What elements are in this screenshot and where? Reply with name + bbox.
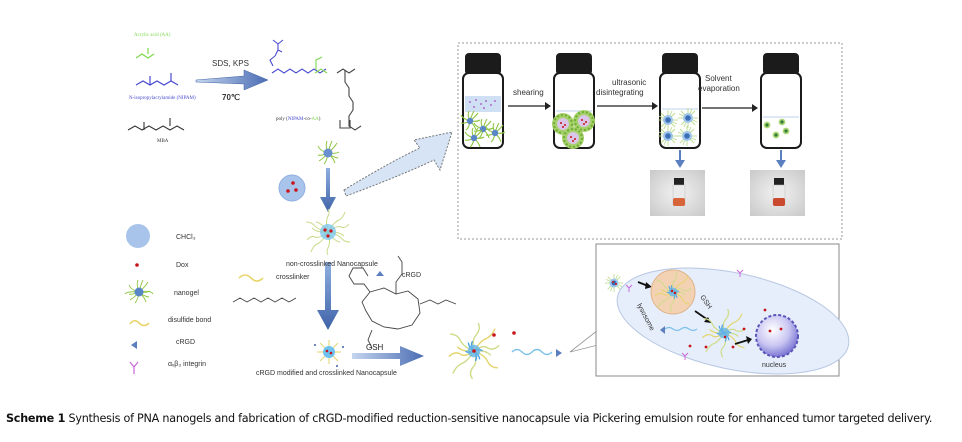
arrow-to-lysosome-head bbox=[645, 282, 652, 289]
step-label-disintegrating: disintegrating bbox=[596, 88, 644, 97]
crgd-structure-label: cRGD bbox=[402, 272, 421, 279]
legend-label-nanogel: nanogel bbox=[174, 290, 199, 297]
gsh-label: GSH bbox=[366, 343, 384, 352]
crosslinker-wavy-icon bbox=[238, 274, 264, 282]
nipam-structure bbox=[135, 73, 179, 86]
photo-nanocapsule-vial-1 bbox=[650, 170, 705, 216]
arrow-to-nucleus bbox=[734, 339, 749, 345]
step-label-shearing: shearing bbox=[513, 88, 544, 97]
conditions-temp-label: 70℃ bbox=[222, 93, 240, 102]
crgd-triangle-marker bbox=[376, 271, 384, 276]
dox-free-2 bbox=[512, 331, 516, 335]
non-crosslinked-nanocapsule bbox=[305, 208, 351, 256]
reaction-arrow bbox=[195, 69, 269, 91]
arrow-evaporation bbox=[702, 104, 758, 112]
polymer-label-suffix: ) bbox=[318, 117, 321, 122]
callout-pointer bbox=[569, 329, 599, 353]
scheme-diagram: shearing ultrasonic disintegrating Solve… bbox=[124, 39, 850, 380]
arrow-shearing bbox=[508, 102, 551, 110]
polymer-label-aa: AA bbox=[311, 117, 319, 122]
down-arrow-1 bbox=[320, 168, 336, 212]
crosslinker-molecule bbox=[232, 297, 297, 303]
arrow-gsh-release-head bbox=[704, 317, 711, 323]
nucleus-label: nucleus bbox=[762, 362, 787, 369]
chcl3-droplet-icon bbox=[126, 224, 150, 248]
cleaved-crosslinker bbox=[511, 348, 553, 356]
crgd-crosslinked-nanocapsule bbox=[314, 340, 344, 367]
polymer-label-prefix: poly ( bbox=[276, 117, 288, 122]
crgd-in-cell bbox=[660, 326, 665, 334]
chcl3-dox-droplet bbox=[278, 174, 306, 202]
integrin-receptor-2 bbox=[736, 269, 744, 277]
crgd-structure bbox=[348, 255, 457, 349]
nanogel-icon bbox=[124, 279, 154, 304]
polymer-label-nipam: NIPAM bbox=[287, 117, 304, 122]
crgd-triangle-icon bbox=[131, 341, 137, 349]
acrylic-acid-structure bbox=[135, 48, 155, 59]
polymer-label-co: -co- bbox=[303, 117, 312, 122]
vial-2 bbox=[551, 53, 596, 150]
legend-label-integrin: αᵥβ₃ integrin bbox=[168, 361, 206, 368]
figure-caption: Scheme 1 Synthesis of PNA nanogels and f… bbox=[6, 412, 932, 425]
vial-4 bbox=[760, 53, 802, 149]
dox-dot-icon bbox=[135, 263, 139, 267]
legend-label-dox: Dox bbox=[176, 262, 189, 269]
released-nanocapsule bbox=[448, 322, 500, 380]
mba-structure bbox=[127, 118, 185, 131]
crosslinked-label: cRGD modified and crosslinked Nanocapsul… bbox=[256, 370, 397, 377]
down-arrow-2 bbox=[317, 262, 339, 330]
nucleus bbox=[755, 314, 799, 358]
step-label-ultrasonic: ultrasonic bbox=[612, 78, 646, 87]
arrow-to-nucleus-head bbox=[746, 336, 752, 344]
dashed-callout-arrow bbox=[343, 131, 453, 197]
dox-free-1 bbox=[492, 333, 496, 337]
integrin-icon bbox=[129, 361, 139, 374]
right-arrow-release bbox=[352, 346, 424, 366]
vial-3 bbox=[657, 53, 701, 149]
acrylic-acid-label: Acrylic acid (AA) bbox=[134, 33, 171, 38]
conditions-top-label: SDS, KPS bbox=[212, 59, 249, 68]
photo-nanocapsule-vial-2 bbox=[750, 170, 805, 216]
step-label-evaporation: evaporation bbox=[698, 84, 740, 93]
crosslinker-label: crosslinker bbox=[276, 274, 310, 281]
disulfide-bond-icon bbox=[129, 319, 150, 327]
step-label-solvent: Solvent bbox=[705, 74, 732, 83]
down-arrow-photo-2 bbox=[776, 150, 786, 168]
nanocapsule-in-lysosome bbox=[654, 271, 692, 313]
non-crosslinked-label: non-crosslinked Nanocapsule bbox=[286, 261, 378, 268]
dox-in-cell bbox=[688, 308, 783, 349]
poly-nipam-co-aa-structure bbox=[269, 39, 362, 131]
nipam-label: N-isopropylacrylamide (NIPAM) bbox=[129, 96, 196, 101]
integrin-receptor-1 bbox=[625, 284, 633, 292]
integrin-receptor-3 bbox=[681, 352, 689, 360]
vial-1 bbox=[460, 53, 506, 149]
caption-text: Synthesis of PNA nanogels and fabricatio… bbox=[65, 412, 933, 425]
degraded-nanocapsule bbox=[701, 308, 747, 358]
nanocapsule-outside-cell bbox=[604, 273, 624, 293]
arrow-ultrasonic bbox=[597, 102, 658, 110]
legend-label-crgd: cRGD bbox=[176, 339, 195, 346]
legend-label-chcl3: CHCl₃ bbox=[176, 234, 196, 241]
mba-label: MBA bbox=[157, 139, 169, 144]
polymer-label: poly (NIPAM-co-AA) bbox=[276, 117, 320, 122]
caption-scheme-number: Scheme 1 bbox=[6, 412, 66, 425]
down-arrow-photo-1 bbox=[675, 150, 685, 168]
legend-label-disulfide: disulfide bond bbox=[168, 317, 211, 324]
nanogel-product bbox=[317, 140, 340, 165]
crgd-marker-release bbox=[556, 349, 562, 357]
cleaved-crosslinker-cell bbox=[664, 326, 698, 332]
